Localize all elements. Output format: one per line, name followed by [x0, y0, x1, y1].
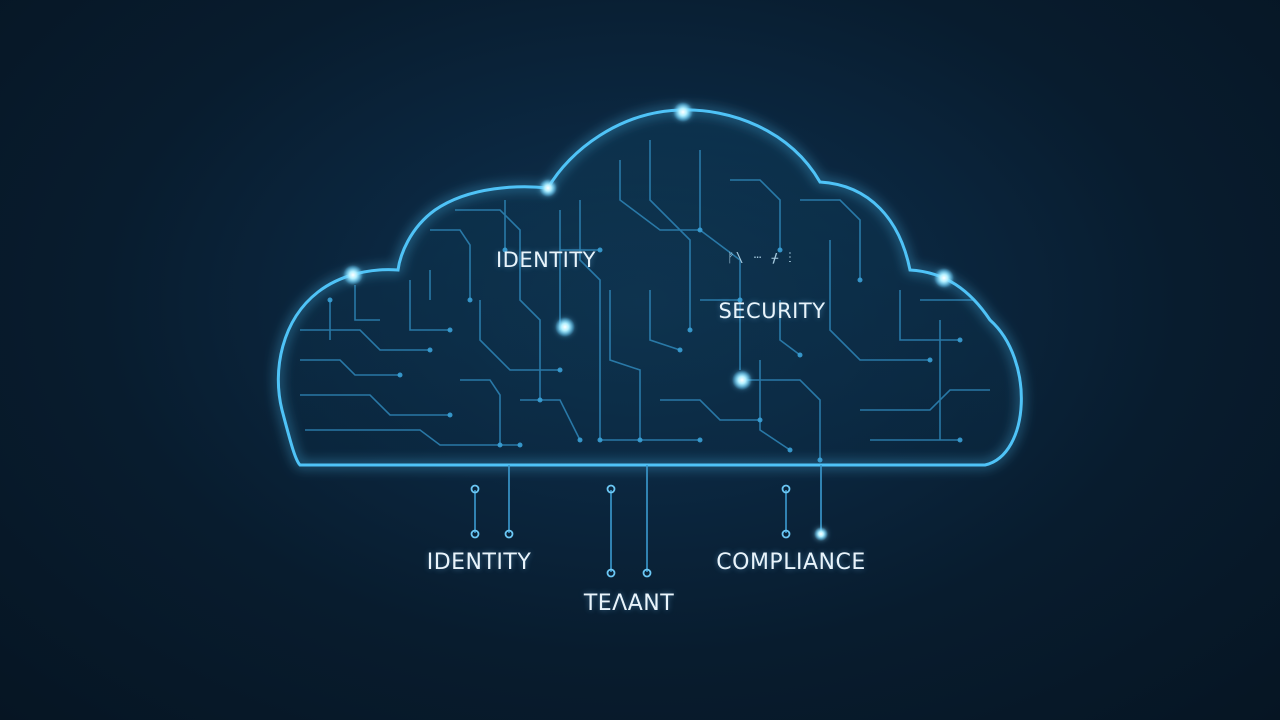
glow-node [673, 102, 693, 122]
connector-nodes [470, 484, 791, 578]
connector-lines [474, 465, 822, 572]
connector-label-identity: IDENTITY [426, 550, 532, 575]
connector-node [781, 529, 791, 539]
connector-label-compliance: COMPLIANCE [716, 550, 866, 575]
circuit-traces [300, 140, 990, 460]
glow-node [732, 370, 752, 390]
cloud-outline [276, 108, 1023, 467]
glow-nodes [343, 102, 954, 390]
connector-node [642, 568, 652, 578]
glow-node [934, 268, 954, 288]
glow-node [814, 527, 828, 541]
cloud-body [278, 109, 1022, 466]
connector-node [504, 529, 514, 539]
connector-node [470, 484, 480, 494]
glow-node [555, 317, 575, 337]
connector-node [606, 484, 616, 494]
connector-node [606, 568, 616, 578]
connector-label-tenant: TEɅANT [583, 591, 675, 616]
connector-node [470, 529, 480, 539]
cloud-glyphs: ᚠ\ ⵈ ᚋ ⵗ [726, 251, 794, 266]
connector-node [781, 484, 791, 494]
circuit-dots [327, 227, 993, 463]
glow-node [343, 265, 363, 285]
cloud-label-identity: IDENTITY [495, 248, 597, 272]
cloud-label-security: SECURITY [718, 299, 826, 323]
glow-node [539, 179, 557, 197]
